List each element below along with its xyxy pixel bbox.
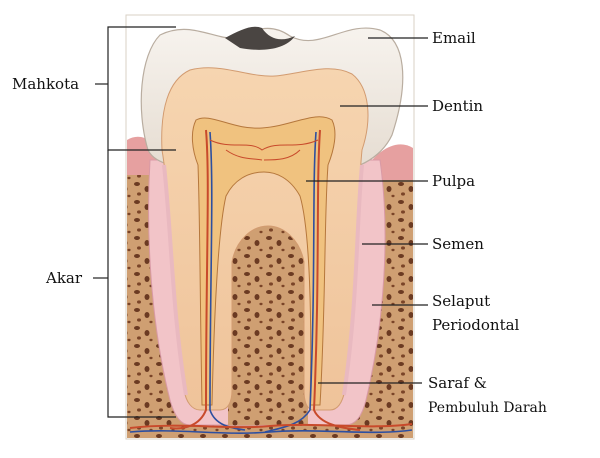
label-dentin: Dentin [432,97,483,115]
pulp [191,116,336,406]
label-selaput-line2: Periodontal [432,316,520,334]
nerve-bottom [129,423,413,429]
label-saraf-line2: Pembuluh Darah [428,400,547,416]
label-akar: Akar [45,269,83,287]
gum-right [372,144,413,180]
vessel-bottom [129,429,413,434]
label-selaput-line1: Selaput [432,292,490,310]
cementum-left [162,164,188,396]
nerve-branches [209,139,319,161]
bracket-akar [107,150,176,418]
label-saraf-line1: Saraf & [428,374,487,392]
label-email: Email [432,29,476,47]
inter-root-bone [228,222,308,425]
label-mahkota: Mahkota [12,75,79,93]
label-semen: Semen [432,235,484,253]
occlusal-fissure [225,26,295,50]
cementum [342,164,364,396]
label-pulpa: Pulpa [432,172,475,190]
vessel-left [209,131,246,431]
bracket-mahkota [107,26,176,151]
